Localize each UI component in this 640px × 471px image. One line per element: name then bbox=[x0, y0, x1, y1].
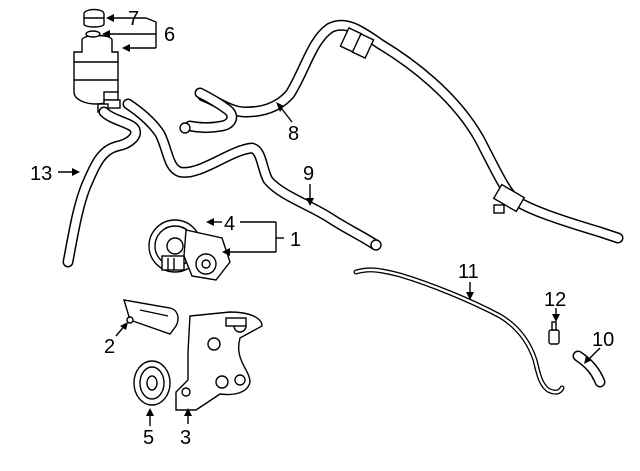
callout-2: 2 bbox=[104, 336, 115, 358]
return-hose-upper bbox=[197, 19, 624, 244]
callout-13: 13 bbox=[30, 163, 52, 185]
fitting-12 bbox=[548, 321, 560, 345]
hose-10 bbox=[572, 350, 606, 388]
callout-6: 6 bbox=[164, 24, 175, 46]
callout-8: 8 bbox=[288, 123, 299, 145]
reservoir-cap bbox=[83, 8, 105, 28]
power-steering-pump bbox=[148, 219, 231, 281]
callout-1: 1 bbox=[290, 229, 301, 251]
hose-bracket-right bbox=[492, 183, 526, 214]
pressure-line-9 bbox=[122, 98, 382, 251]
callout-12: 12 bbox=[544, 289, 566, 311]
leader-lines bbox=[58, 14, 601, 426]
callout-10: 10 bbox=[592, 329, 614, 351]
callout-11: 11 bbox=[458, 261, 479, 283]
reservoir bbox=[73, 34, 121, 113]
hose-clamp-upper bbox=[339, 27, 375, 59]
callout-7: 7 bbox=[128, 8, 139, 30]
hose-8 bbox=[179, 87, 238, 134]
callout-labels: 1 2 3 4 5 6 7 8 9 10 11 12 13 bbox=[30, 8, 614, 449]
cap-seal-ring bbox=[85, 30, 101, 38]
callout-3: 3 bbox=[180, 427, 191, 449]
mount-plate-2 bbox=[123, 299, 179, 335]
pump-bracket-3 bbox=[175, 311, 263, 411]
line-11 bbox=[353, 267, 565, 395]
suction-hose-13 bbox=[62, 106, 141, 268]
callout-5: 5 bbox=[143, 427, 154, 449]
idler-pulley-5 bbox=[133, 360, 171, 406]
callout-4: 4 bbox=[224, 213, 235, 235]
callout-9: 9 bbox=[303, 163, 314, 185]
